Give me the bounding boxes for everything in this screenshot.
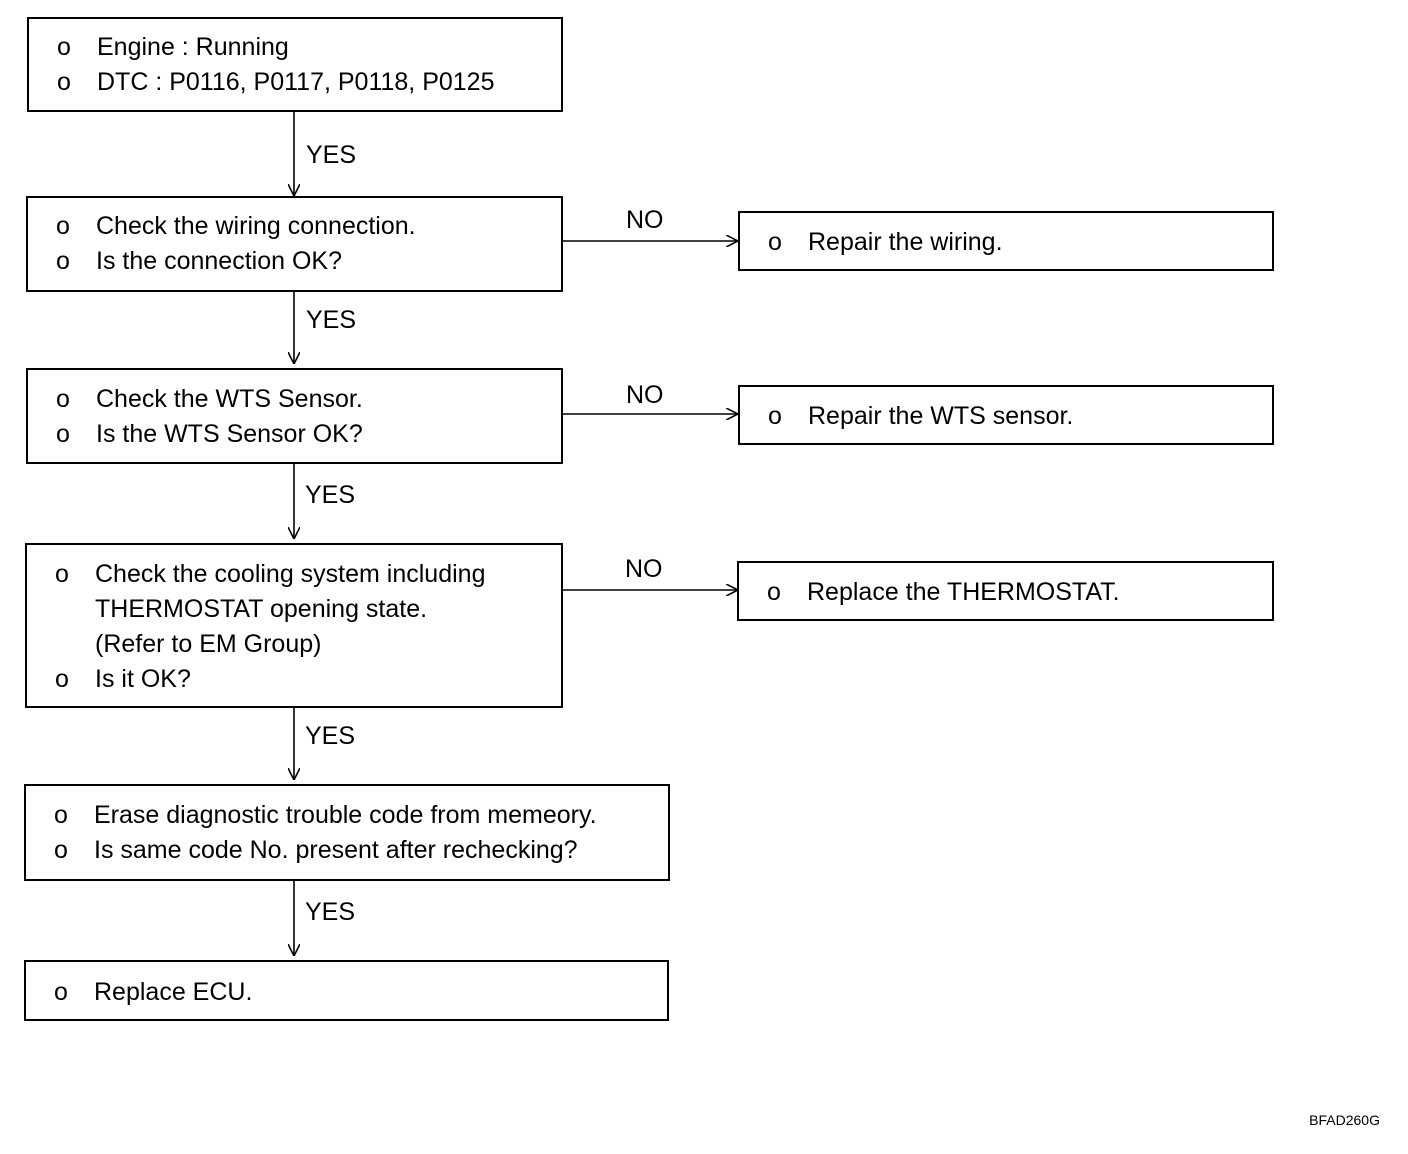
start-box: o Engine : Running o DTC : P0116, P0117,… <box>27 17 563 112</box>
step3-instruction: Check the cooling system including <box>95 560 486 588</box>
step3-box: o Check the cooling system including THE… <box>25 543 563 708</box>
step3-question: Is it OK? <box>95 665 191 693</box>
step1-box: o Check the wiring connection. o Is the … <box>26 196 563 292</box>
figure-code: BFAD260G <box>1309 1112 1380 1128</box>
step2-instruction: Check the WTS Sensor. <box>96 385 363 413</box>
bullet: o <box>55 665 69 693</box>
step2-no-box: o Repair the WTS sensor. <box>738 385 1274 445</box>
step3-instruction-cont: THERMOSTAT opening state. <box>95 595 428 623</box>
step3-no-action: Replace the THERMOSTAT. <box>807 578 1120 606</box>
step3-reference: (Refer to EM Group) <box>95 630 322 658</box>
bullet: o <box>767 578 781 606</box>
step2-no-action: Repair the WTS sensor. <box>808 402 1074 430</box>
yes-label-5: YES <box>305 898 356 926</box>
yes-label-1: YES <box>306 141 357 169</box>
no-label-3: NO <box>625 555 663 583</box>
step2-question: Is the WTS Sensor OK? <box>96 420 363 448</box>
step3-no-box: o Replace the THERMOSTAT. <box>737 561 1274 621</box>
no-label-1: NO <box>626 206 664 234</box>
step1-no-box: o Repair the wiring. <box>738 211 1274 271</box>
bullet: o <box>54 836 68 864</box>
yes-label-3: YES <box>305 481 356 509</box>
end-action: Replace ECU. <box>94 978 253 1006</box>
end-box: o Replace ECU. <box>24 960 669 1021</box>
bullet: o <box>54 801 68 829</box>
bullet: o <box>56 420 70 448</box>
yes-label-2: YES <box>306 306 357 334</box>
step1-instruction: Check the wiring connection. <box>96 212 416 240</box>
start-condition-engine: Engine : Running <box>97 33 289 61</box>
step1-question: Is the connection OK? <box>96 247 342 275</box>
bullet: o <box>768 228 782 256</box>
bullet: o <box>56 247 70 275</box>
bullet: o <box>55 560 69 588</box>
step4-question: Is same code No. present after recheckin… <box>94 836 578 864</box>
no-label-2: NO <box>626 381 664 409</box>
step4-box: o Erase diagnostic trouble code from mem… <box>24 784 670 881</box>
start-condition-dtc: DTC : P0116, P0117, P0118, P0125 <box>97 68 495 96</box>
bullet: o <box>768 402 782 430</box>
yes-label-4: YES <box>305 722 356 750</box>
bullet: o <box>54 978 68 1006</box>
step1-no-action: Repair the wiring. <box>808 228 1003 256</box>
bullet: o <box>56 212 70 240</box>
bullet: o <box>56 385 70 413</box>
bullet: o <box>57 68 71 96</box>
bullet: o <box>57 33 71 61</box>
step2-box: o Check the WTS Sensor. o Is the WTS Sen… <box>26 368 563 464</box>
step4-instruction: Erase diagnostic trouble code from memeo… <box>94 801 597 829</box>
